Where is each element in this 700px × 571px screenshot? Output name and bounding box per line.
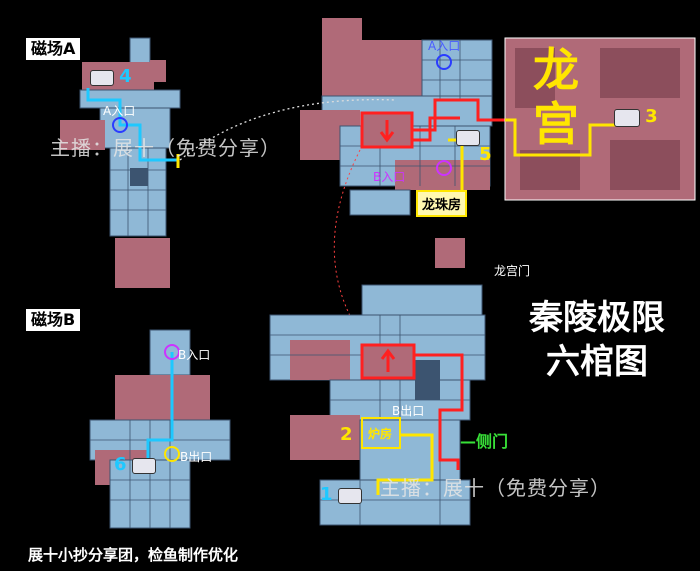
- coffin-icon: [90, 69, 114, 86]
- coffin-icon: [131, 457, 156, 474]
- coffin-icon: [456, 129, 480, 146]
- field-b-map: [89, 329, 231, 529]
- map-title-line1: 秦陵极限: [529, 298, 665, 338]
- dragon-palace-map: [504, 37, 696, 201]
- map-title-line2: 六棺图: [546, 342, 648, 382]
- coffin-4-number: 4: [119, 66, 132, 87]
- lower-main-map: [269, 238, 486, 526]
- upper-main-map: [300, 18, 505, 216]
- coffin-1-number: 1: [320, 484, 333, 505]
- coffin-2-number: 2: [340, 424, 353, 445]
- dragon-palace-char2: 宫: [533, 97, 579, 151]
- field-a-label: 磁场A: [25, 37, 82, 61]
- coffin-3-number: 3: [645, 106, 658, 127]
- map-title: 秦陵极限 六棺图: [512, 296, 682, 384]
- coffin-6-number: 6: [114, 454, 127, 475]
- b-entry-left-label: B入口: [178, 348, 211, 362]
- credit-text: 展十小抄分享团，检鱼制作优化: [28, 546, 239, 564]
- field-b-label: 磁场B: [25, 308, 82, 332]
- watermark-bottom: 主播：展十（免费分享）: [380, 476, 611, 500]
- coffin-4: 4: [90, 66, 132, 87]
- coffin-6: 6: [114, 454, 156, 475]
- b-exit-left-label: B出口: [180, 450, 213, 464]
- side-gate-label: —侧门: [460, 432, 509, 451]
- coffin-3: 3: [614, 106, 658, 127]
- side-gate-text: 侧门: [476, 432, 509, 451]
- furnace-room-label: 炉房: [368, 427, 393, 441]
- coffin-5: 5: [456, 126, 498, 165]
- coffin-5-number: 5: [479, 144, 492, 165]
- dragon-palace-gate-label: 龙宫门: [494, 264, 531, 278]
- watermark-top: 主播：展十（免费分享）: [50, 136, 281, 160]
- coffin-1: 1: [320, 484, 362, 505]
- b-exit-bottom-label: B出口: [392, 404, 425, 418]
- a-entry-top-label: A入口: [428, 39, 461, 53]
- a-entry-left-label: A入口: [103, 104, 136, 118]
- dragon-pearl-room: 龙珠房: [416, 190, 468, 217]
- b-entry-top-label: B入口: [373, 170, 406, 184]
- coffin-2: 2: [340, 424, 353, 445]
- coffin-icon: [337, 487, 362, 504]
- coffin-icon: [614, 108, 640, 127]
- dragon-palace-char1: 龙: [533, 43, 579, 97]
